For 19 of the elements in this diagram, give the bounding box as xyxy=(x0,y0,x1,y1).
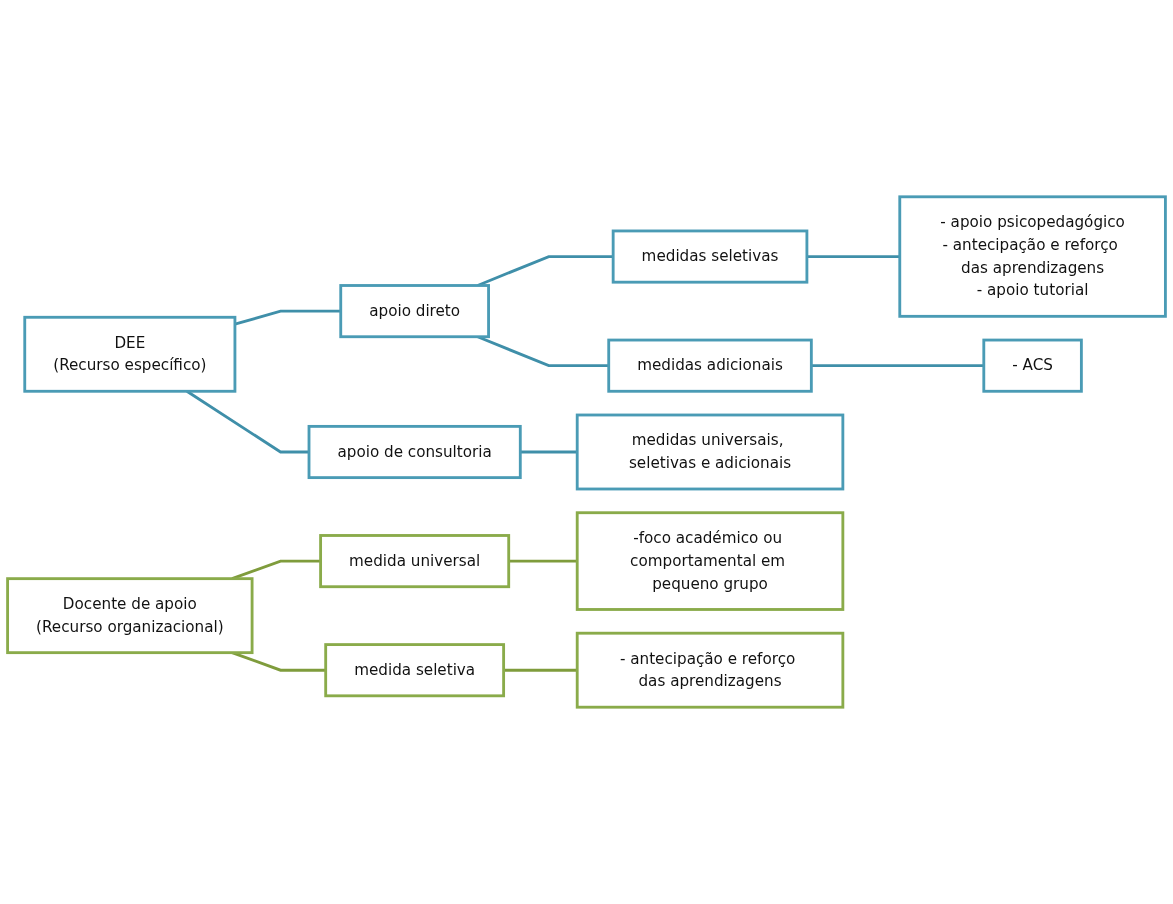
connector xyxy=(520,450,578,454)
connector xyxy=(806,255,900,258)
node-box: medida universal xyxy=(319,534,511,589)
node-box: DEE (Recurso específico) xyxy=(23,315,237,393)
node-box: apoio de consultoria xyxy=(307,424,522,480)
node-box: medida seletiva xyxy=(324,643,506,698)
node-box: - antecipação e reforço das aprendizagens xyxy=(575,631,845,709)
connector xyxy=(234,309,341,326)
node-box: apoio direto xyxy=(339,284,490,339)
node-box: - apoio psicopedagógico - antecipação e reforço das aprendizagens - apoio tutorial xyxy=(898,195,1167,318)
connector xyxy=(811,364,984,368)
node-box: -foco académico ou comportamental em pequeno grupo xyxy=(575,511,845,611)
node-box: medidas adicionais xyxy=(607,338,813,393)
node-box: medidas universais, seletivas e adicionais xyxy=(575,413,845,491)
node-box: - ACS xyxy=(982,338,1083,393)
node-box: medidas seletivas xyxy=(611,229,809,284)
connector xyxy=(503,668,578,672)
node-box: Docente de apoio (Recurso organizacional) xyxy=(6,577,254,655)
connector xyxy=(508,559,578,563)
